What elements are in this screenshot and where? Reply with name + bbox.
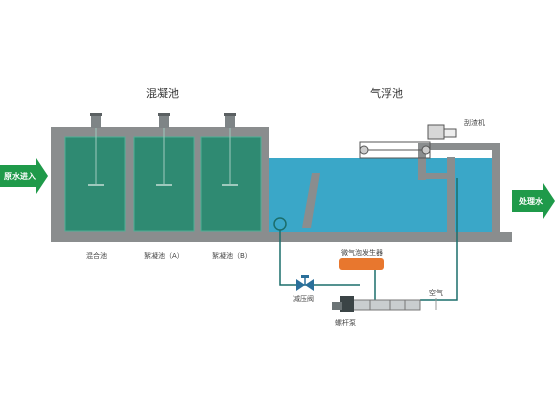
mixer-motor-2 xyxy=(156,113,172,186)
microbubble-generator xyxy=(339,258,384,270)
floc-b-tank-label: 絮凝池（B） xyxy=(212,252,252,260)
valve-label: 减压阀 xyxy=(293,295,314,303)
microbubble-label: 微气泡发生器 xyxy=(341,249,383,257)
flotation-section-title: 气浮池 xyxy=(370,87,403,100)
pump-label: 螺杆泵 xyxy=(335,319,356,327)
release-nozzle xyxy=(273,217,287,231)
inlet-arrow xyxy=(0,158,48,194)
outlet-weir-top xyxy=(418,143,500,150)
slanted-baffle xyxy=(302,173,320,228)
coagulation-section-title: 混凝池 xyxy=(146,87,179,100)
scraper-machine xyxy=(359,124,457,159)
outlet-weir-right xyxy=(492,143,500,232)
floc-a-tank-label: 絮凝池（A） xyxy=(144,252,184,260)
outlet-label: 处理水 xyxy=(519,197,543,206)
mixing-tank-label: 混合池 xyxy=(86,252,107,260)
outlet-weir-inner xyxy=(447,157,455,232)
inlet-label: 原水进入 xyxy=(4,172,36,181)
air-label: 空气 xyxy=(429,289,443,297)
scraper-label: 刮渣机 xyxy=(464,119,485,127)
flotation-base xyxy=(269,232,512,242)
piping xyxy=(279,178,458,301)
outlet-weir-left xyxy=(418,145,426,180)
outlet-weir-shelf xyxy=(418,173,455,179)
mixer-motor-3 xyxy=(222,113,238,186)
outlet-arrow xyxy=(512,183,555,219)
outlet-channel-water xyxy=(455,163,492,232)
screw-pump xyxy=(332,296,421,312)
mixer-motor-1 xyxy=(88,113,104,186)
pressure-reducing-valve xyxy=(296,275,314,291)
